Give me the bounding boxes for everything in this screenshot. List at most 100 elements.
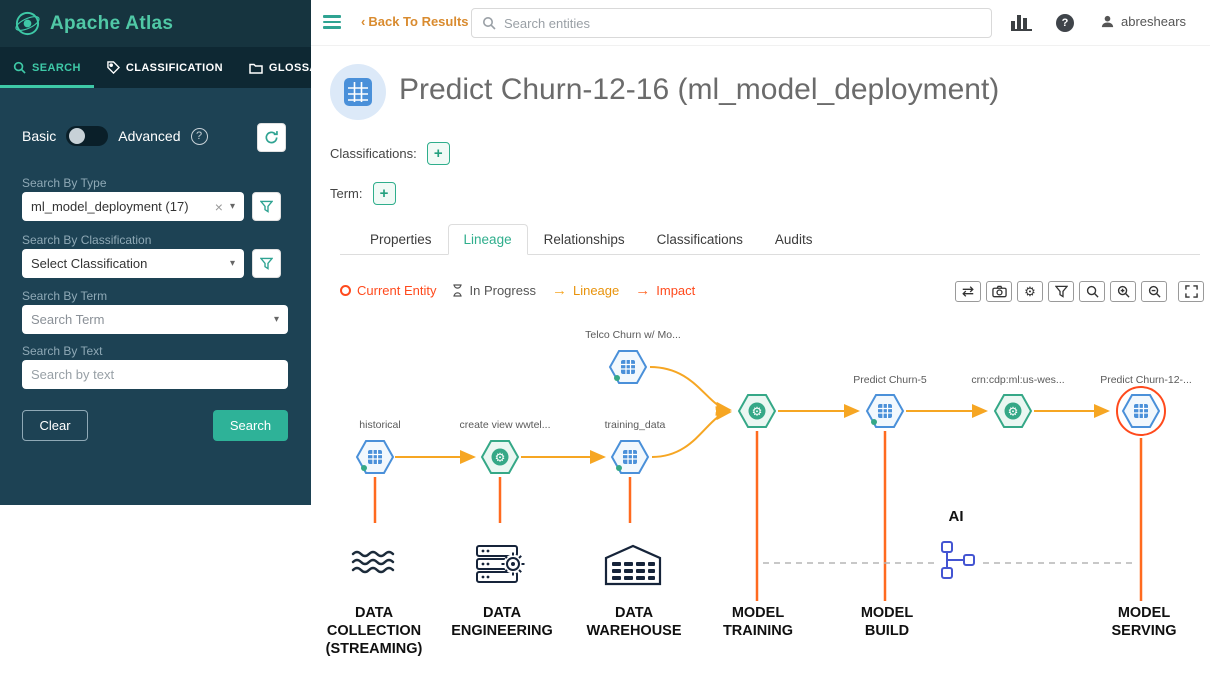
back-to-results-link[interactable]: ‹Back To Results: [361, 14, 469, 29]
entity-search-input[interactable]: [504, 15, 981, 31]
table-icon: [344, 78, 372, 106]
detail-tabbar: Properties Lineage Relationships Classif…: [340, 222, 1200, 255]
zoom-in-button[interactable]: [1110, 281, 1136, 302]
nav-tab-search[interactable]: SEARCH: [0, 47, 94, 88]
nav-tab-classification[interactable]: CLASSIFICATION: [94, 47, 236, 88]
lineage-node-historical[interactable]: [355, 439, 395, 475]
nav-tab-label: GLOSSARY: [268, 61, 334, 74]
tab-lineage[interactable]: Lineage: [447, 224, 528, 255]
screenshot-button[interactable]: [986, 281, 1012, 302]
hamburger-menu-icon[interactable]: [323, 15, 341, 32]
user-menu[interactable]: abreshears: [1100, 14, 1186, 29]
folder-icon: [249, 63, 263, 74]
swap-lineage-button[interactable]: [955, 281, 981, 302]
settings-button[interactable]: ⚙: [1017, 281, 1043, 302]
lineage-node-training-process[interactable]: ⚙: [737, 393, 777, 429]
search-by-term-label: Search By Term: [22, 289, 108, 303]
clear-type-icon[interactable]: ×: [214, 198, 223, 215]
classification-filter-button[interactable]: [252, 249, 281, 278]
app-title: Apache Atlas: [50, 12, 174, 34]
node-label: Telco Churn w/ Mo...: [585, 329, 681, 341]
node-label: create view wwtel...: [459, 419, 551, 431]
back-link-label: Back To Results: [368, 14, 469, 29]
search-icon: [1086, 285, 1099, 298]
statistics-icon[interactable]: [1011, 15, 1032, 31]
dataset-hexagon-icon: [865, 394, 905, 428]
lineage-toolbar: ⚙: [955, 281, 1204, 302]
basic-mode-label: Basic: [22, 128, 57, 144]
search-by-text-label: Search By Text: [22, 344, 103, 358]
zoom-out-icon: [1148, 285, 1161, 298]
tab-audits[interactable]: Audits: [774, 232, 813, 247]
legend-label: Lineage: [572, 283, 620, 298]
legend-current-entity: Current Entity: [340, 283, 436, 298]
tab-relationships[interactable]: Relationships: [543, 232, 625, 247]
filter-icon: [260, 257, 273, 270]
sidebar: Apache Atlas SEARCH CLASSIFICATION GLOSS…: [0, 0, 333, 505]
type-select-value: ml_model_deployment (17): [31, 199, 189, 214]
main-content: ‹Back To Results ? abreshears Predict Ch…: [311, 0, 1210, 685]
search-by-classification-select[interactable]: Select Classification ▾: [22, 249, 244, 278]
lineage-node-training-data[interactable]: [610, 439, 650, 475]
legend-label: Impact: [656, 283, 696, 298]
topbar: ‹Back To Results ? abreshears: [311, 0, 1210, 46]
tag-icon: [107, 61, 120, 74]
search-by-term-select[interactable]: Search Term ▾: [22, 305, 288, 334]
fullscreen-button[interactable]: [1178, 281, 1204, 302]
hourglass-icon: [453, 284, 463, 297]
sidebar-nav: SEARCH CLASSIFICATION GLOSSARY: [0, 47, 333, 88]
node-label: Predict Churn-5: [853, 374, 927, 386]
lineage-node-predict-churn-12-current[interactable]: [1121, 393, 1161, 429]
zoom-out-button[interactable]: [1141, 281, 1167, 302]
add-term-button[interactable]: +: [372, 182, 396, 205]
search-by-classification-label: Search By Classification: [22, 233, 152, 247]
tab-properties[interactable]: Properties: [370, 232, 432, 247]
advanced-help-icon[interactable]: ?: [190, 127, 208, 145]
lineage-node-crn-process[interactable]: ⚙: [993, 393, 1033, 429]
node-label: Predict Churn-12-...: [1100, 374, 1192, 386]
lineage-node-telco-churn[interactable]: [608, 349, 648, 385]
lineage-node-create-view[interactable]: ⚙: [480, 439, 520, 475]
legend-label: Current Entity: [357, 283, 437, 298]
impact-arrow-icon: →: [635, 281, 651, 299]
ai-label: AI: [948, 508, 964, 525]
help-icon[interactable]: ?: [1056, 14, 1074, 32]
svg-text:⚙: ⚙: [495, 451, 506, 465]
nav-tab-glossary[interactable]: GLOSSARY: [236, 47, 347, 88]
svg-text:⚙: ⚙: [1008, 405, 1019, 419]
filter-icon: [260, 200, 273, 213]
dataset-hexagon-icon: [610, 440, 650, 474]
process-hexagon-icon: ⚙: [737, 394, 777, 428]
search-by-text-input[interactable]: [22, 360, 288, 389]
lineage-edges: [373, 366, 1143, 601]
filter-icon: [1054, 285, 1068, 298]
chevron-down-icon: ▾: [229, 201, 235, 212]
chevron-down-icon: ▾: [273, 314, 279, 325]
filter-lineage-button[interactable]: [1048, 281, 1074, 302]
chevron-down-icon: ▾: [229, 258, 235, 269]
tab-classifications[interactable]: Classifications: [656, 232, 743, 247]
zoom-in-icon: [1117, 285, 1130, 298]
basic-advanced-toggle[interactable]: [66, 126, 109, 146]
legend-lineage: → Lineage: [552, 283, 620, 299]
swap-icon: [962, 286, 974, 297]
sidebar-header: Apache Atlas: [0, 0, 311, 47]
data-warehouse-icon: [602, 542, 664, 593]
clear-button[interactable]: Clear: [22, 410, 88, 441]
search-button[interactable]: Search: [213, 410, 288, 441]
search-lineage-button[interactable]: [1079, 281, 1105, 302]
lineage-node-predict-churn-5[interactable]: [865, 393, 905, 429]
search-by-type-select[interactable]: ml_model_deployment (17) × ▾: [22, 192, 244, 221]
type-filter-button[interactable]: [252, 192, 281, 221]
node-label: historical: [359, 419, 401, 431]
add-classification-button[interactable]: +: [426, 142, 450, 165]
refresh-search-button[interactable]: [257, 123, 286, 152]
username: abreshears: [1121, 14, 1187, 29]
legend-in-progress: In Progress: [452, 283, 536, 298]
ai-pipeline-icon: [936, 538, 980, 587]
